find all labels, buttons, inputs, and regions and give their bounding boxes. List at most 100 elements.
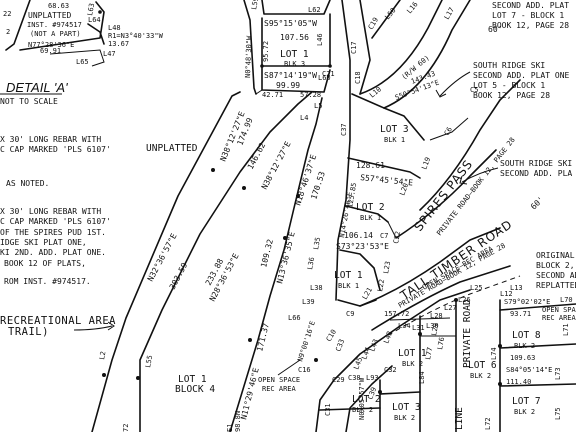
- block3-lot-1: LOT 1: [280, 49, 309, 60]
- note-1: X 30' LONG REBAR WITH: [0, 135, 101, 144]
- note-6: OF THE SPIRES PUD 1ST.: [0, 228, 106, 237]
- lower-b-s84: S84°05'14"E: [506, 366, 552, 374]
- unplatted-label: UNPLATTED: [28, 11, 72, 20]
- lower-block-2: OPEN SPACE REC AREA OPEN SPACE REC AREA …: [258, 284, 576, 432]
- south-ridge-1: SOUTH RIDGE SKI SECOND ADD. PLAT ONE LOT…: [435, 61, 570, 100]
- original-l4: REPLATTED: [536, 281, 576, 290]
- lower-lot1-2: BLK 2: [402, 360, 423, 368]
- curve-l39: L39: [302, 298, 315, 306]
- tall-timber-name: TALL TIMBER ROAD: [397, 217, 515, 303]
- block3-l62: L62: [308, 6, 321, 14]
- lower-d10963: 109.63: [510, 354, 535, 362]
- note-2: C CAP MARKED 'PLS 6107': [0, 145, 111, 154]
- block3-5728: 57.28: [300, 91, 321, 99]
- lower-l44: L44: [360, 346, 372, 361]
- block3-right-val: L46: [316, 33, 324, 46]
- lower-l93: L93: [366, 374, 379, 382]
- lower-l31: L31: [412, 324, 425, 332]
- lower-l74: L74: [490, 347, 498, 360]
- note-7: IDGE SKI PLAT ONE,: [0, 238, 87, 247]
- lot1-block4-b: BLOCK 4: [175, 384, 215, 395]
- dist-d3: 303.59: [168, 261, 190, 291]
- lower-c38: C38: [348, 374, 361, 382]
- block3-bottom-bearing: S87°14'19"W: [264, 71, 317, 80]
- lower-lot6-1: LOT 6: [468, 360, 497, 371]
- curve-c22: C22: [392, 230, 402, 244]
- note-3: AS NOTED.: [6, 179, 49, 188]
- lower-l84: L84: [418, 371, 426, 384]
- lower-l25: L25: [470, 284, 483, 292]
- lower-lot8-1: LOT 8: [512, 330, 541, 341]
- lower-l29: L29: [430, 322, 440, 336]
- lower-l13: L13: [510, 284, 523, 292]
- detail-a: DETAIL 'A' NOT TO SCALE: [0, 80, 68, 106]
- top-right-l2: LOT 7 - BLOCK 1: [492, 11, 564, 20]
- line-l47: L47: [103, 50, 116, 58]
- spires-lot1-1: LOT 1: [334, 270, 363, 281]
- lower-b-n9: N9°00'16"E: [296, 320, 317, 363]
- top-right-l1: SECOND ADD. PLAT: [492, 1, 569, 10]
- lower-l76: L76: [436, 336, 446, 350]
- spires-lot2-2: BLK 1: [360, 214, 381, 222]
- original-l1: ORIGINAL: [536, 251, 575, 260]
- lower-d11140: 111.40: [506, 378, 531, 386]
- block3-top-dist: 107.56: [280, 33, 309, 42]
- lower-l45: L45: [352, 356, 364, 371]
- rec-line-2: TRAIL): [8, 326, 49, 338]
- south-ridge-1-l1: SOUTH RIDGE SKI: [473, 61, 545, 70]
- block3-top-bearing: S95°15'05"W: [264, 19, 317, 28]
- lower-d15772: 157.72: [384, 310, 409, 318]
- curve-l21: L21: [361, 286, 374, 301]
- spires-sixty-2: 60': [488, 25, 502, 34]
- lower-l43: L43: [368, 338, 380, 353]
- curve-l36: L36: [306, 256, 316, 270]
- line-l65: L65: [76, 58, 89, 66]
- top-right-l16: L16: [405, 0, 419, 15]
- top-dist: 68.63: [48, 2, 69, 10]
- lower-c29: C29: [332, 376, 345, 384]
- lower-lot2-2: BLK 2: [352, 406, 373, 414]
- lower-c39: C39: [366, 386, 378, 401]
- spires-lot3-2: BLK 1: [384, 136, 405, 144]
- spires-lot2-1: LOT 2: [356, 202, 385, 213]
- curve-c9: C9: [346, 310, 354, 318]
- label-l2: L2: [98, 351, 107, 361]
- original-l3: SECOND ADD: [536, 271, 576, 280]
- curve-data: R1=N3°40'33"W: [108, 32, 164, 40]
- block3-lot-2: BLK 3: [284, 60, 305, 68]
- lower-lot3-2: BLK 2: [394, 414, 415, 422]
- inst-label: INST. #974517: [27, 21, 82, 29]
- lower-b-n0: N0°05'57"W: [358, 377, 366, 420]
- lower-lot6-2: BLK 2: [470, 372, 491, 380]
- block3-c21: C21: [322, 70, 335, 78]
- label-l5: L5: [314, 102, 322, 110]
- note-10: ROM INST. #974517.: [4, 277, 91, 286]
- open-space-1b: REC AREA: [262, 385, 297, 393]
- curve-l50: L50: [383, 6, 397, 21]
- label-l55: L55: [144, 354, 154, 368]
- curve-l35: L35: [312, 236, 322, 250]
- num-2: 2: [6, 28, 10, 36]
- spires-lot3-1: LOT 3: [380, 124, 409, 135]
- curve-l38: L38: [310, 284, 323, 292]
- south-ridge-1-l2: SECOND ADD. PLAT ONE: [473, 71, 570, 80]
- spires-lot2-topdist: 128.61: [356, 161, 385, 170]
- lower-private-road: PRIVATE ROAD: [462, 299, 473, 368]
- note-5: C CAP MARKED 'PLS 6107': [0, 217, 111, 226]
- bearing-b5: N13°36'35"E: [275, 231, 297, 285]
- top-left-area: 68.63 UNPLATTED INST. #974517 (NOT A PAR…: [3, 0, 164, 67]
- spires-lot1-topdist: 106.14: [344, 231, 373, 240]
- lower-lot2-1: LOT 2: [352, 394, 381, 405]
- open-space-1a: OPEN SPACE: [258, 376, 300, 384]
- lower-lot7-1: LOT 7: [512, 396, 541, 407]
- not-a-part: (NOT A PART): [30, 30, 81, 38]
- label-e1: E1: [226, 424, 234, 432]
- note-9: BOOK 12 OF PLATS,: [4, 259, 86, 268]
- l64: L64: [88, 16, 101, 24]
- spires-lot1-bearing: S73°23'53"E: [336, 242, 389, 251]
- south-ridge-1-l3: LOT 5 - BLOCK 1: [473, 81, 545, 90]
- notes-block: X 30' LONG REBAR WITH C CAP MARKED 'PLS …: [0, 135, 111, 286]
- top-right-l3: BOOK 12, PAGE 28: [492, 21, 569, 30]
- curve-l23: L23: [382, 260, 392, 274]
